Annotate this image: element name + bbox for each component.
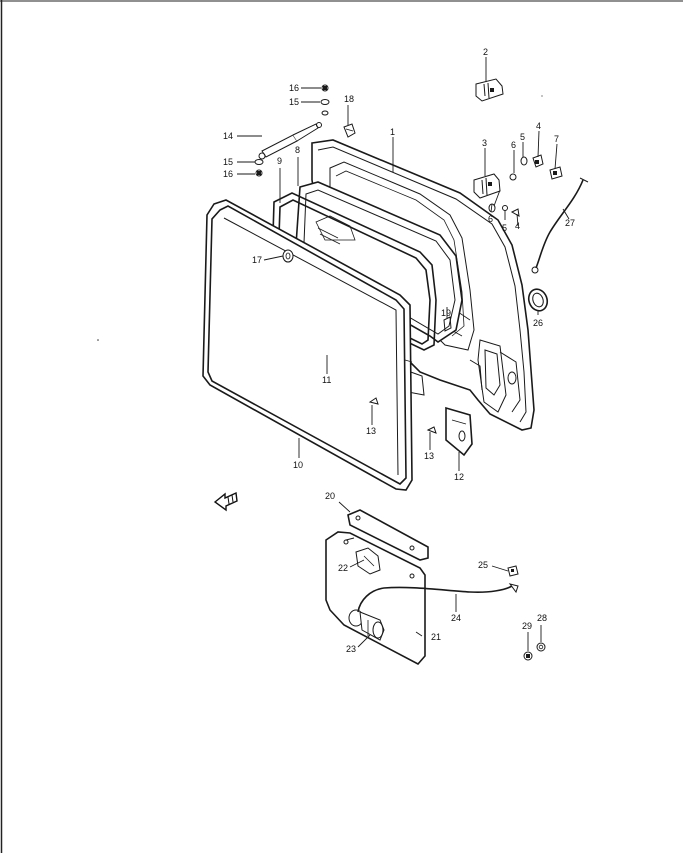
- callout-6-lower: 6: [488, 214, 493, 224]
- callout-5-lower: 5: [502, 223, 507, 233]
- callout-2: 2: [483, 47, 488, 57]
- callout-25: 25: [478, 560, 488, 570]
- callout-29: 29: [522, 621, 532, 631]
- callout-16-lower: 16: [223, 169, 233, 179]
- callout-17: 17: [252, 255, 262, 265]
- callout-22: 22: [338, 563, 348, 573]
- callout-19: 19: [441, 308, 451, 318]
- callout-6-upper: 6: [511, 140, 516, 150]
- callout-10: 10: [293, 460, 303, 470]
- hinge-upper[interactable]: [475, 78, 504, 102]
- callout-13-right: 13: [424, 451, 434, 461]
- leader-lines: [237, 57, 570, 651]
- upper-trim-strip[interactable]: [347, 509, 429, 561]
- lamp-lens[interactable]: [355, 547, 381, 575]
- gas-strut[interactable]: [258, 122, 322, 160]
- callout-16-upper: 16: [289, 83, 299, 93]
- callout-26: 26: [533, 318, 543, 328]
- callout-15-lower: 15: [223, 157, 233, 167]
- callout-24: 24: [451, 613, 461, 623]
- callout-23: 23: [346, 644, 356, 654]
- callout-3: 3: [482, 138, 487, 148]
- hinge-lower[interactable]: [473, 173, 501, 199]
- callout-28: 28: [537, 613, 547, 623]
- callout-labels: 1 2 3 4 4 5 5 6 6 7 8 9 10 11 12 13 13 1…: [223, 47, 575, 654]
- glass-frame[interactable]: [202, 199, 413, 491]
- callout-14: 14: [223, 131, 233, 141]
- callout-20: 20: [325, 491, 335, 501]
- callout-13-left: 13: [366, 426, 376, 436]
- plug-grommet[interactable]: [526, 287, 550, 314]
- bracket[interactable]: [445, 406, 473, 457]
- screw[interactable]: [443, 316, 452, 332]
- stray-marks: [97, 95, 543, 341]
- lower-trim-panel[interactable]: [325, 531, 426, 666]
- grommet[interactable]: [282, 249, 294, 263]
- lamp-socket[interactable]: [348, 609, 385, 641]
- front-direction-arrow-icon: [213, 491, 238, 512]
- callout-15-upper: 15: [289, 97, 299, 107]
- fastener-group[interactable]: [488, 154, 563, 217]
- callout-4-upper: 4: [536, 121, 541, 131]
- washer-nut-set[interactable]: [254, 84, 330, 177]
- cap[interactable]: [343, 123, 356, 138]
- connector[interactable]: [507, 565, 519, 577]
- release-cable[interactable]: [531, 177, 589, 274]
- callout-7: 7: [554, 134, 559, 144]
- callout-11: 11: [322, 375, 331, 385]
- wiring-harness[interactable]: [357, 583, 519, 613]
- screw-pair[interactable]: [368, 397, 437, 434]
- callout-8: 8: [295, 145, 300, 155]
- callout-12: 12: [454, 472, 464, 482]
- callout-18: 18: [344, 94, 354, 104]
- callout-4-lower: 4: [515, 221, 520, 231]
- callout-21: 21: [431, 632, 441, 642]
- nut-pair[interactable]: [523, 642, 546, 661]
- callout-27: 27: [565, 218, 575, 228]
- callout-1: 1: [390, 127, 395, 137]
- callout-5-upper: 5: [520, 132, 525, 142]
- callout-9: 9: [277, 156, 282, 166]
